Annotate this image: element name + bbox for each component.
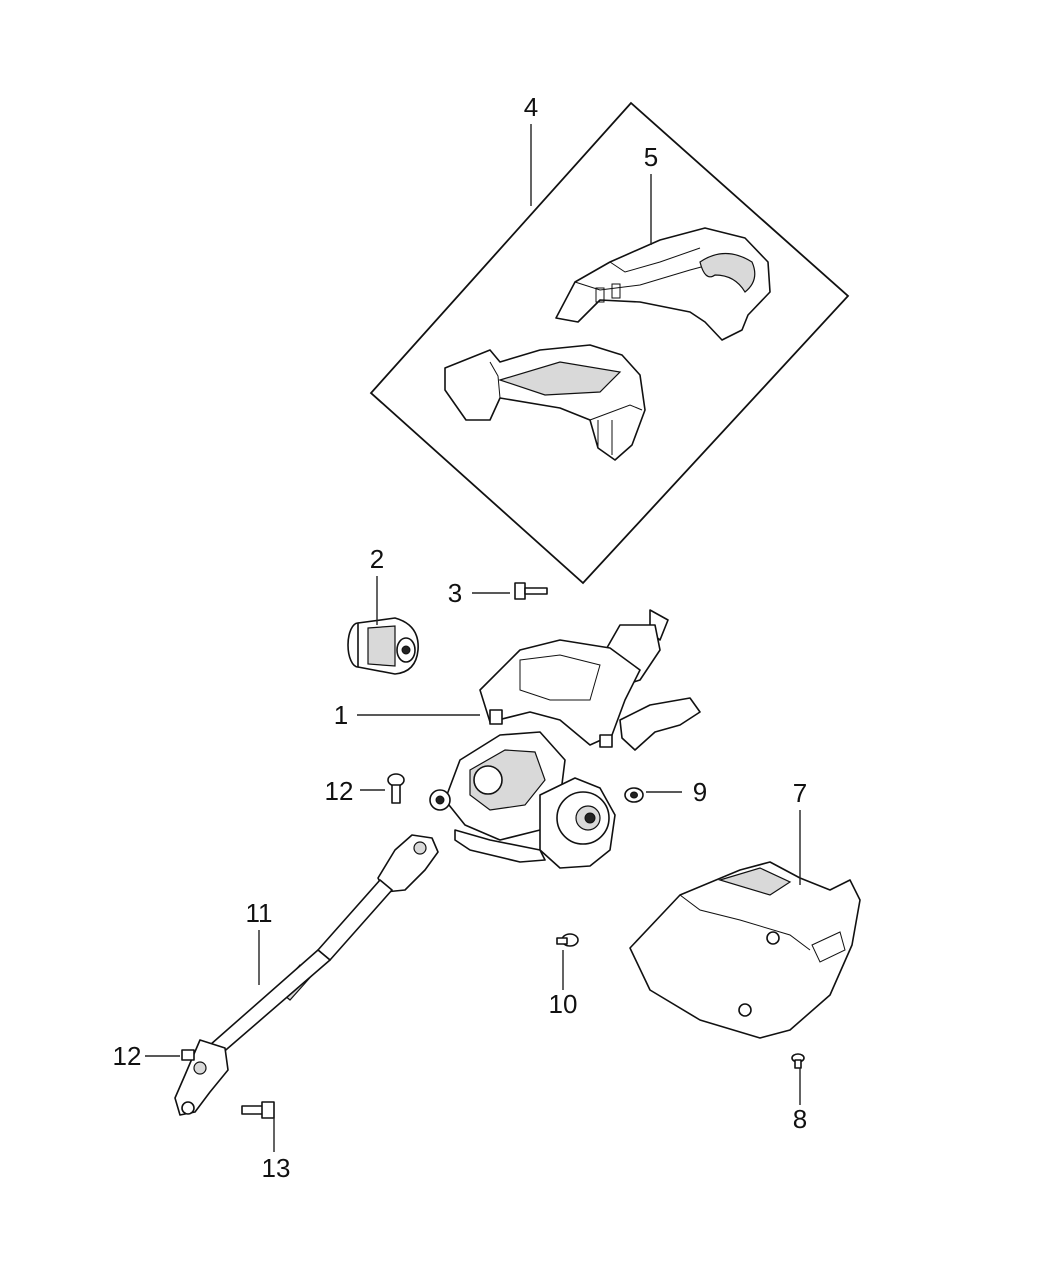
screw-part-8 [791,1053,805,1069]
steering-column-part-1 [429,609,701,869]
callout-5: 5 [644,142,658,172]
callout-3: 3 [448,578,462,608]
callout-4: 4 [524,92,538,122]
nut-part-9 [624,787,644,803]
callout-11: 11 [246,898,273,928]
lower-shroud-part-4 [444,344,646,461]
callout-12-upper: 12 [325,776,354,806]
bolt-part-13 [241,1101,275,1119]
pin-part-10 [556,933,579,947]
callout-1: 1 [334,700,348,730]
bolt-part-12-upper [387,773,405,804]
module-part-2 [347,617,419,675]
upper-shroud-part-5 [555,227,771,341]
callout-7: 7 [793,778,807,808]
shroud-group-frame [369,101,850,585]
lower-cover-part-7 [629,861,861,1039]
bolt-part-3 [514,582,548,600]
callout-8: 8 [793,1104,807,1134]
callout-10: 10 [549,989,578,1019]
callout-13: 13 [262,1153,291,1183]
callout-9: 9 [693,777,707,807]
callout-2: 2 [370,544,384,574]
callout-12-lower: 12 [113,1041,142,1071]
intermediate-shaft-part-11 [174,834,439,1116]
bolt-part-12-lower [181,1049,195,1061]
